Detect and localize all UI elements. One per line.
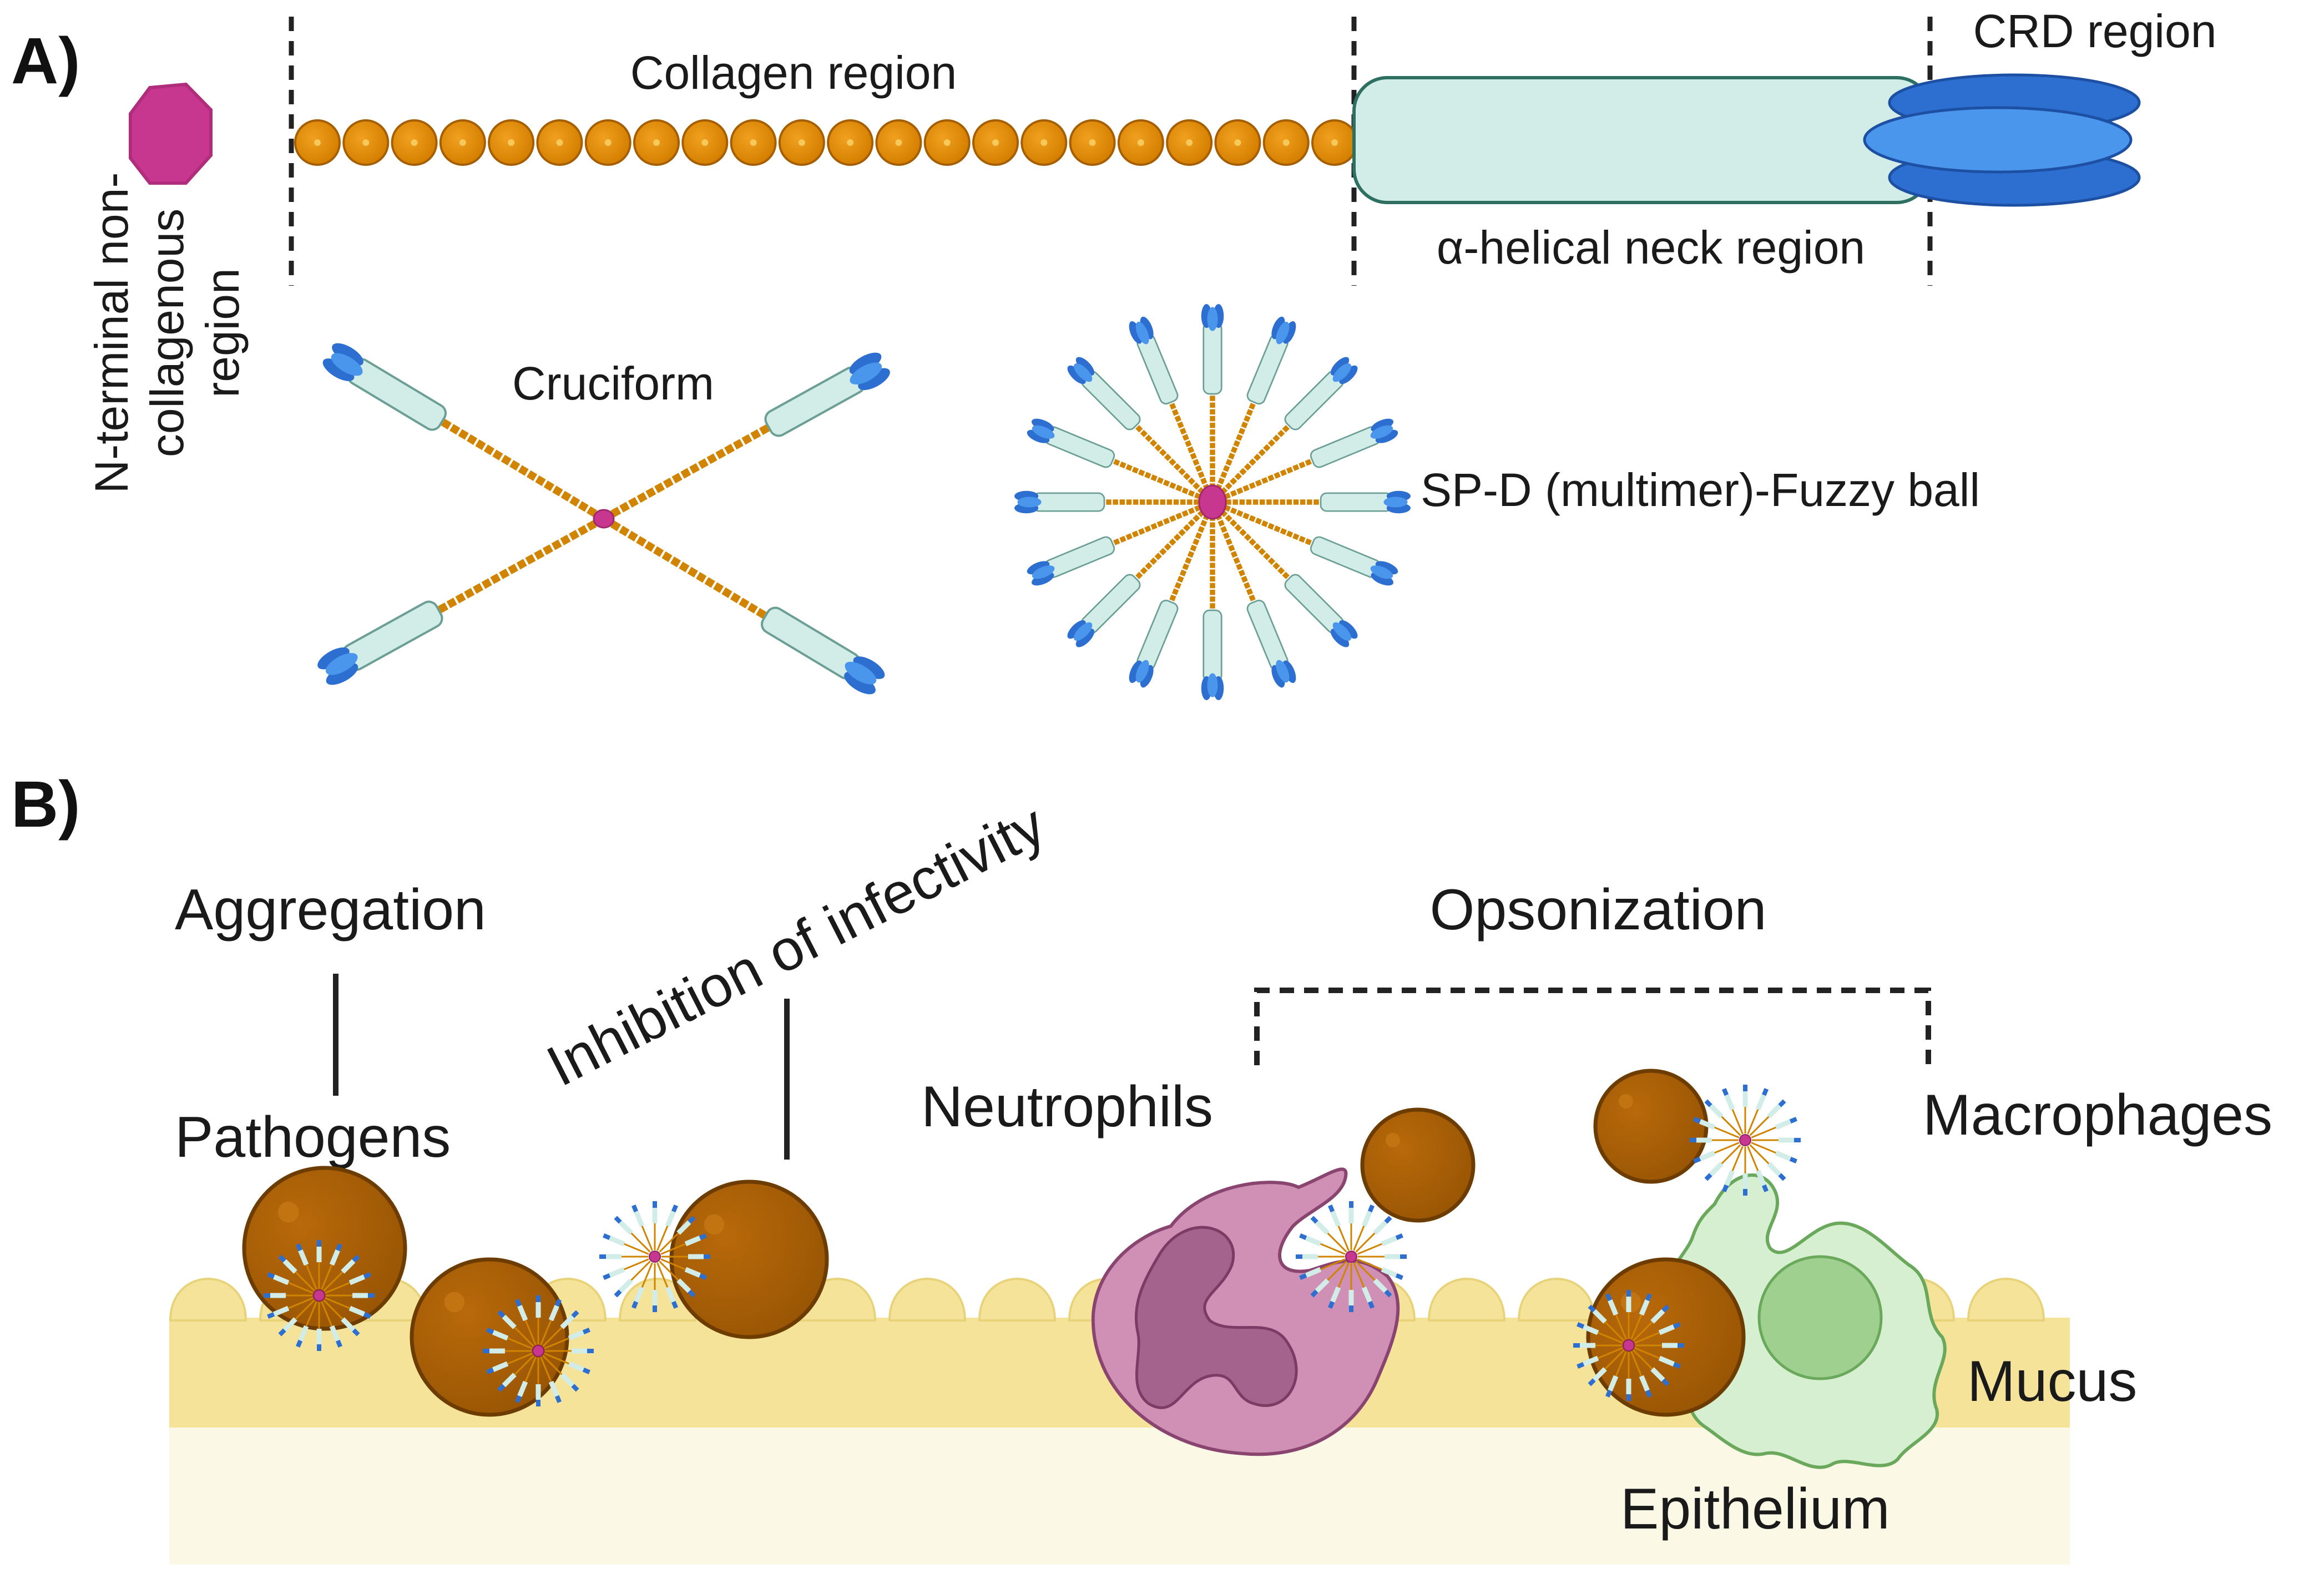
arm-head — [1014, 490, 1105, 514]
arm-collagen — [602, 515, 768, 620]
arm-collagen — [1169, 401, 1215, 503]
pathogen — [669, 1180, 829, 1339]
arm-head — [1129, 316, 1179, 405]
arm-head — [1310, 418, 1398, 468]
n-terminal-domain — [129, 82, 213, 185]
fuzzy-ball-structure — [1014, 304, 1411, 700]
pathogen — [1593, 1069, 1709, 1184]
panel-b-letter: B) — [11, 768, 80, 841]
opsonization-bracket — [1254, 988, 1931, 1065]
svg-text:region: region — [196, 268, 249, 398]
arm-collagen — [602, 424, 771, 523]
spd-star-center — [649, 1251, 661, 1263]
cruciform-structure — [317, 343, 890, 695]
fuzzy-ball-label: SP-D (multimer)-Fuzzy ball — [1421, 464, 1980, 516]
collagen-bead-chain — [294, 119, 1358, 166]
arm-head — [1129, 599, 1179, 688]
arm-collagen — [439, 418, 606, 523]
arm-collagen — [437, 515, 606, 614]
spd-multimer-group — [264, 1085, 1801, 1406]
pathogen — [242, 1166, 407, 1331]
arm-collagen — [1134, 500, 1215, 581]
arm-collagen — [1210, 401, 1256, 503]
arm-head — [764, 352, 890, 437]
arm-head — [1310, 536, 1398, 586]
arm-collagen — [1112, 499, 1214, 546]
alpha-helical-neck — [1352, 76, 1932, 204]
aggregation-label: Aggregation — [175, 878, 486, 942]
crd-domain — [1863, 73, 2141, 207]
svg-text:collagenous: collagenous — [141, 209, 193, 457]
arm-head — [1067, 574, 1141, 647]
arm-head — [1067, 357, 1141, 431]
panel-a-letter: A) — [11, 24, 80, 98]
arm-collagen — [1169, 501, 1215, 603]
arm-head — [1201, 304, 1224, 395]
inhibition-label: Inhibition of infectivity — [537, 792, 1055, 1099]
arm-head — [1027, 418, 1115, 468]
arm-collagen — [1211, 458, 1313, 505]
arm-head — [1284, 574, 1358, 647]
spd-star-center — [1623, 1339, 1635, 1352]
arm-collagen — [1134, 423, 1215, 504]
pathogen — [1360, 1107, 1476, 1223]
macrophage-cell — [1666, 1173, 1947, 1469]
arm-head — [317, 600, 443, 685]
macrophages-label: Macrophages — [1923, 1083, 2272, 1147]
fuzzy-ball-center — [1198, 484, 1227, 520]
arm-head — [761, 606, 885, 695]
arm-collagen — [1210, 501, 1256, 603]
arm-collagen — [1210, 423, 1291, 504]
spd-star-center — [1739, 1134, 1751, 1146]
epithelium-label: Epithelium — [1620, 1477, 1890, 1541]
arm-head — [1284, 357, 1358, 431]
arm-head — [322, 343, 447, 431]
arm-head — [1246, 316, 1296, 405]
arm-head — [1201, 609, 1224, 700]
svg-text:N-terminal non-: N-terminal non- — [85, 173, 138, 494]
spd-star-center — [313, 1289, 325, 1302]
arm-head — [1320, 490, 1411, 514]
pathogens-label: Pathogens — [175, 1105, 451, 1170]
spd-star-center — [532, 1345, 544, 1357]
crd-region-label: CRD region — [1973, 5, 2217, 57]
arm-collagen — [1112, 458, 1214, 505]
mucus-label: Mucus — [1967, 1349, 2137, 1414]
neck-region-label: α-helical neck region — [1437, 221, 1865, 274]
arm-collagen — [1210, 500, 1291, 581]
arm-head — [1246, 599, 1296, 688]
cruciform-center — [593, 509, 615, 529]
collagen-region-label: Collagen region — [630, 47, 957, 99]
opsonization-label: Opsonization — [1429, 878, 1766, 942]
arm-collagen — [1211, 499, 1313, 546]
cruciform-label: Cruciform — [512, 357, 714, 409]
spd-star-center — [1345, 1251, 1357, 1263]
neutrophils-label: Neutrophils — [921, 1075, 1213, 1139]
neutrophil-cell — [1091, 1167, 1400, 1456]
arm-head — [1027, 536, 1115, 586]
n-terminal-label: N-terminal non- collagenous region — [85, 173, 249, 494]
